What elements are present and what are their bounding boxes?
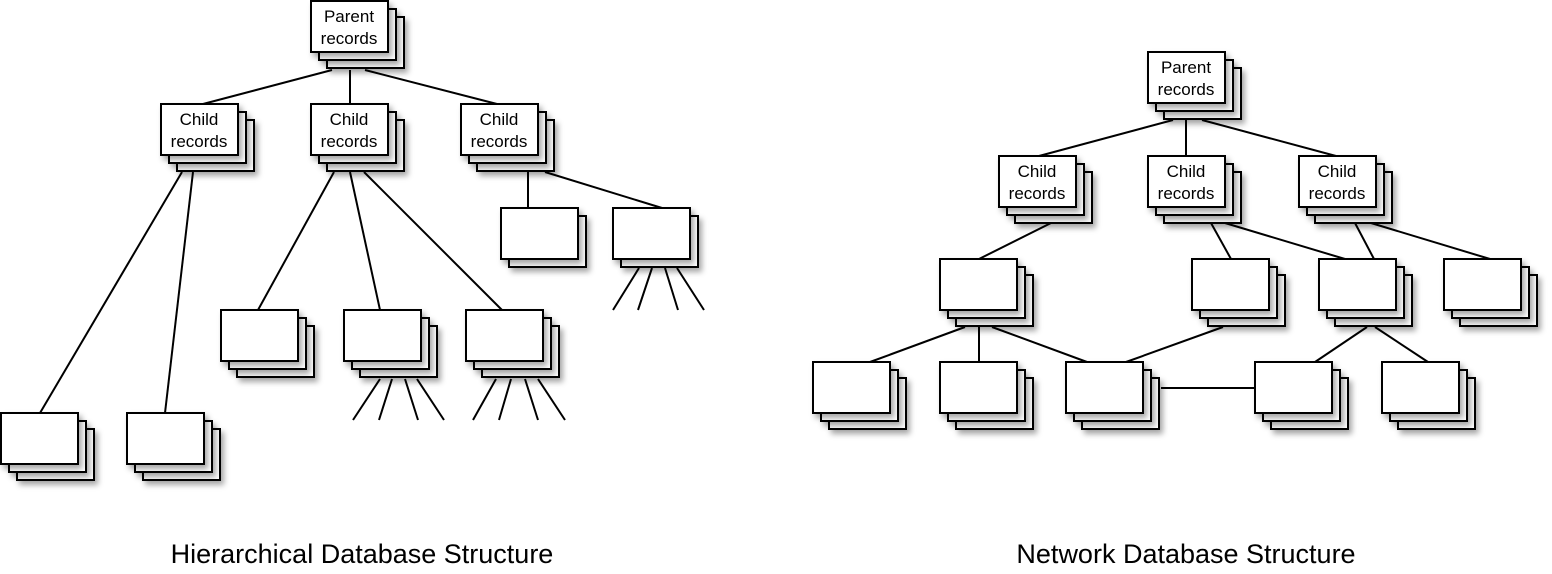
record-card (1147, 51, 1226, 104)
record-stack (1443, 258, 1538, 327)
connector-line (1201, 119, 1337, 157)
record-card (1254, 361, 1333, 414)
connector-line (1125, 326, 1224, 363)
connector-line (1210, 222, 1232, 260)
record-card (1191, 258, 1270, 311)
fan-line (352, 378, 381, 421)
record-stack (465, 309, 560, 378)
record-label-line1: Child (1318, 162, 1357, 181)
record-stack (1191, 258, 1286, 327)
child-records-stack: Child records (1298, 155, 1393, 224)
connector-line (1224, 222, 1346, 260)
record-card (160, 103, 239, 156)
record-label-line2: records (171, 132, 228, 151)
record-stack (812, 361, 907, 430)
fan-line (524, 378, 539, 421)
fan-line (404, 378, 419, 421)
parent-records-stack: Parent records (310, 0, 405, 69)
record-label-line1: Child (1018, 162, 1057, 181)
record-label-line2: records (471, 132, 528, 151)
record-card (310, 103, 389, 156)
record-card (310, 0, 389, 53)
child-records-stack: Child records (998, 155, 1093, 224)
record-card (998, 155, 1077, 208)
connector-line (1374, 326, 1429, 363)
fan-line (612, 267, 640, 311)
record-card (1147, 155, 1226, 208)
record-stack (1318, 258, 1413, 327)
record-card (500, 207, 579, 260)
connector-line (349, 171, 381, 311)
record-card (1381, 361, 1460, 414)
record-stack (126, 412, 221, 481)
connector-line (202, 69, 333, 105)
fan-line (664, 267, 679, 311)
fan-line (537, 378, 566, 421)
fan-line (472, 378, 497, 421)
record-card (812, 361, 891, 414)
connector-line (978, 222, 1052, 260)
record-card (465, 309, 544, 362)
connector-line (1354, 222, 1375, 260)
record-stack (1254, 361, 1349, 430)
record-card (220, 309, 299, 362)
record-label-line2: records (1309, 184, 1366, 203)
record-stack (0, 412, 95, 481)
record-label-line2: records (1009, 184, 1066, 203)
connector-line (1370, 222, 1491, 260)
fan-line (498, 378, 512, 421)
record-card (939, 258, 1018, 311)
record-card (1298, 155, 1377, 208)
record-stack (1065, 361, 1160, 430)
parent-records-stack: Parent records (1147, 51, 1242, 120)
connector-line (1038, 119, 1174, 157)
hierarchical-title: Hierarchical Database Structure (171, 539, 554, 569)
child-records-stack: Child records (1147, 155, 1242, 224)
record-card (1065, 361, 1144, 414)
record-label-line1: Parent (1161, 58, 1211, 77)
connector-line (164, 171, 194, 414)
record-stack (939, 258, 1034, 327)
fan-line (378, 378, 393, 421)
record-card (1318, 258, 1397, 311)
fan-line (416, 378, 445, 421)
record-card (460, 103, 539, 156)
connector-line (991, 326, 1088, 363)
connector-line (364, 69, 498, 105)
record-stack (220, 309, 315, 378)
record-stack (612, 207, 699, 268)
record-card (0, 412, 79, 465)
record-card (1443, 258, 1522, 311)
network-title: Network Database Structure (1016, 539, 1355, 569)
connector-line (1314, 326, 1368, 363)
record-stack (500, 207, 587, 268)
record-label-line1: Child (330, 110, 369, 129)
record-label-line1: Child (180, 110, 219, 129)
record-stack (939, 361, 1034, 430)
connector-line (257, 171, 335, 311)
connector-line (363, 171, 503, 311)
record-card (612, 207, 691, 260)
connector-line (544, 171, 663, 209)
record-stack (1381, 361, 1476, 430)
record-label-line2: records (321, 29, 378, 48)
record-card (343, 309, 422, 362)
record-label-line2: records (1158, 80, 1215, 99)
connector-line (869, 326, 966, 363)
record-card (126, 412, 205, 465)
record-label-line2: records (1158, 184, 1215, 203)
fan-line (637, 267, 653, 311)
record-label-line1: Child (1167, 162, 1206, 181)
record-label-line1: Parent (324, 7, 374, 26)
record-stack (343, 309, 438, 378)
child-records-stack: Child records (460, 103, 555, 172)
child-records-stack: Child records (310, 103, 405, 172)
child-records-stack: Child records (160, 103, 255, 172)
record-label-line2: records (321, 132, 378, 151)
connector-line (39, 171, 183, 414)
record-card (939, 361, 1018, 414)
record-label-line1: Child (480, 110, 519, 129)
fan-line (676, 267, 705, 311)
